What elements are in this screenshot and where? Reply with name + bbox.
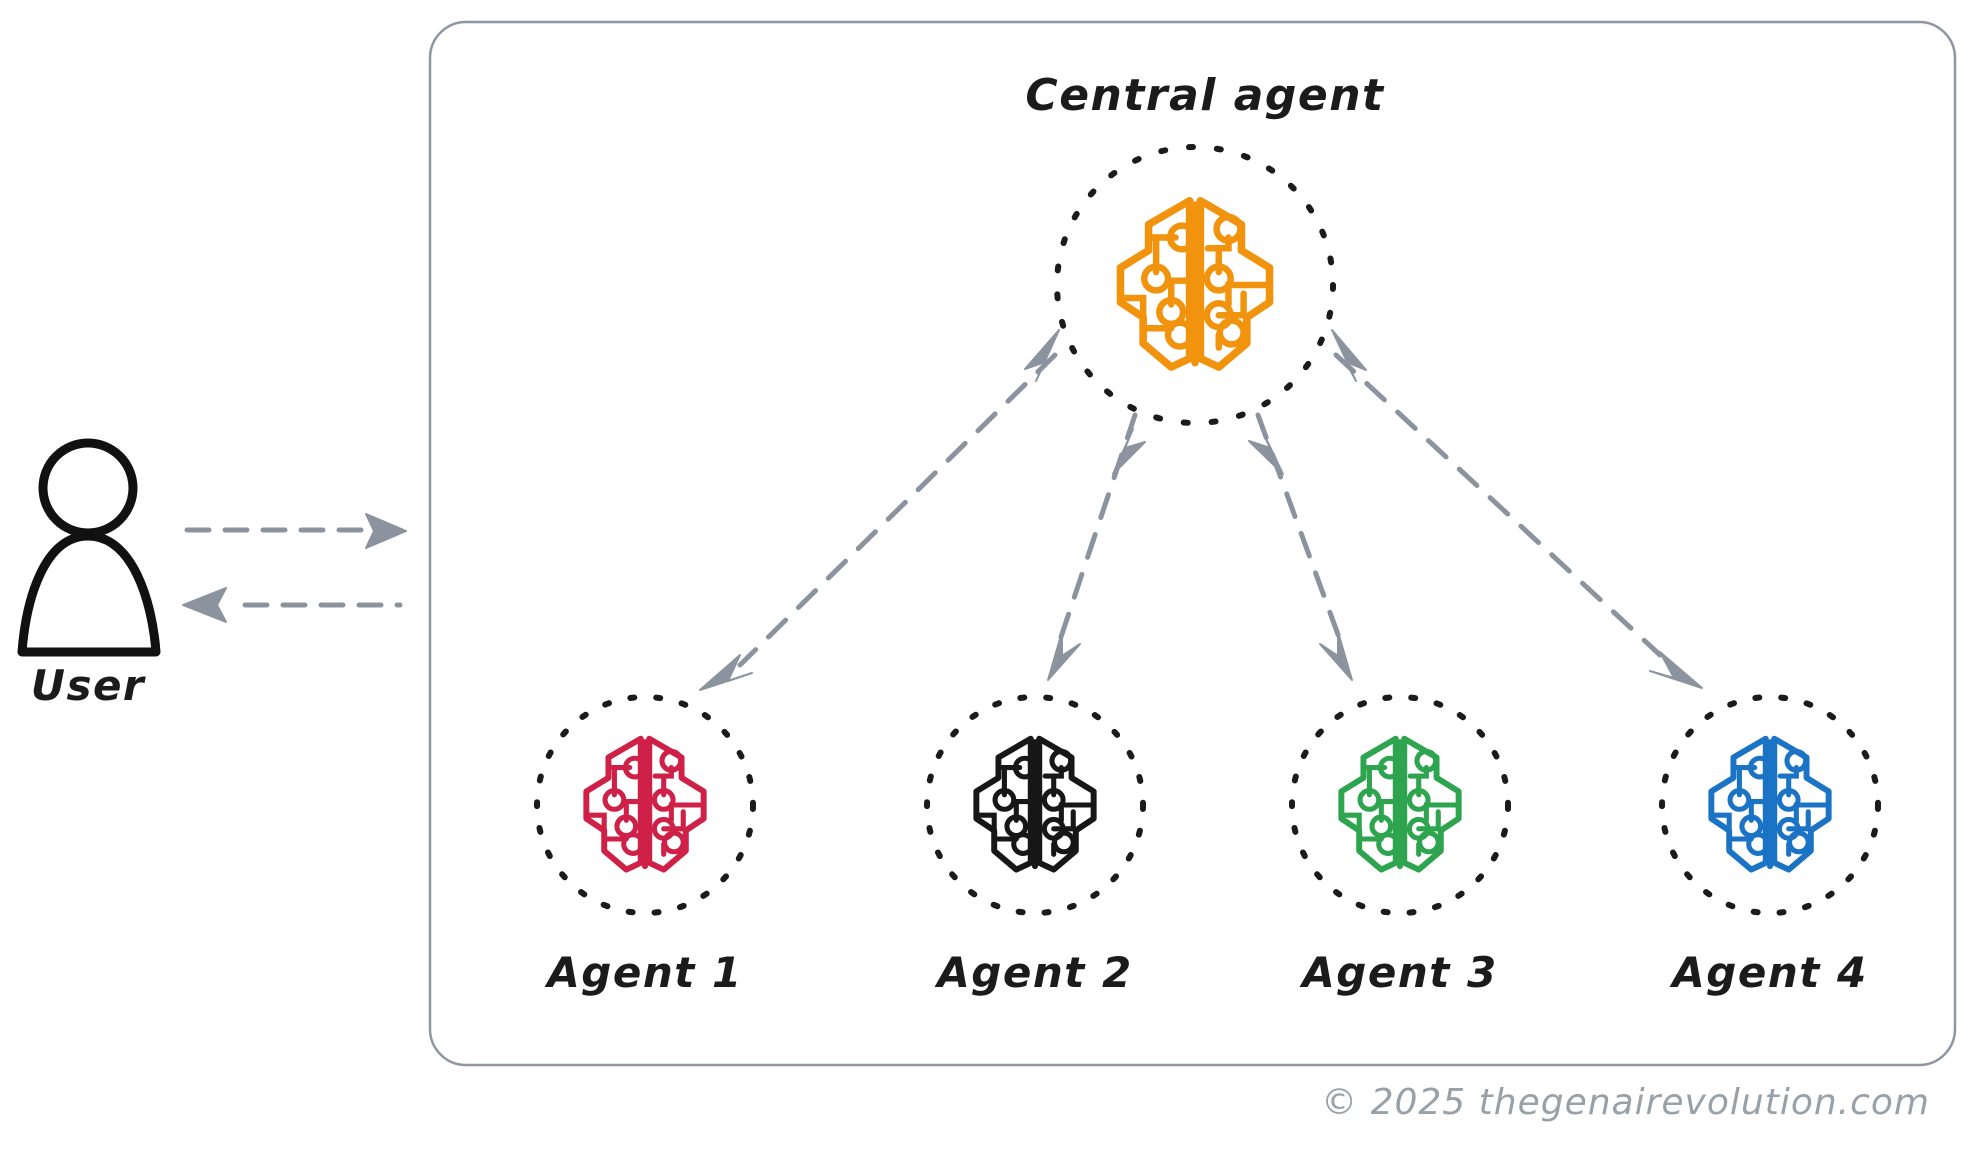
agent-4-circle bbox=[1659, 694, 1881, 916]
agent-3-label: Agent 3 bbox=[1299, 948, 1497, 997]
central-to-agent-2 bbox=[1047, 412, 1146, 681]
central-to-agent-4 bbox=[1331, 329, 1703, 689]
agent-1-label: Agent 1 bbox=[544, 948, 742, 997]
user-person-icon bbox=[17, 438, 161, 657]
central-to-agent-1 bbox=[699, 329, 1060, 691]
agent-2-label: Agent 2 bbox=[934, 948, 1132, 997]
central-agent-brain-icon bbox=[1120, 201, 1269, 367]
agent-2-circle bbox=[924, 694, 1146, 916]
agent-3-brain-icon bbox=[1341, 739, 1458, 870]
central-to-agent-3 bbox=[1248, 412, 1353, 681]
agent-3-circle bbox=[1289, 694, 1511, 916]
agent-4-brain-icon bbox=[1711, 739, 1828, 870]
agent-2-brain-icon bbox=[976, 739, 1093, 870]
agent-system-boundary bbox=[428, 20, 1957, 1067]
copyright-footer: © 2025 thegenairevolution.com bbox=[1321, 1082, 1930, 1123]
agent-1-brain-icon bbox=[586, 739, 703, 870]
agent-4-label: Agent 4 bbox=[1669, 948, 1867, 997]
central-agent-circle bbox=[1054, 144, 1336, 426]
user-label: User bbox=[31, 661, 146, 710]
user-to-system bbox=[184, 513, 407, 549]
central-agent-label: Central agent bbox=[1025, 70, 1385, 121]
system-to-user bbox=[182, 587, 403, 623]
agent-1-circle bbox=[534, 694, 756, 916]
